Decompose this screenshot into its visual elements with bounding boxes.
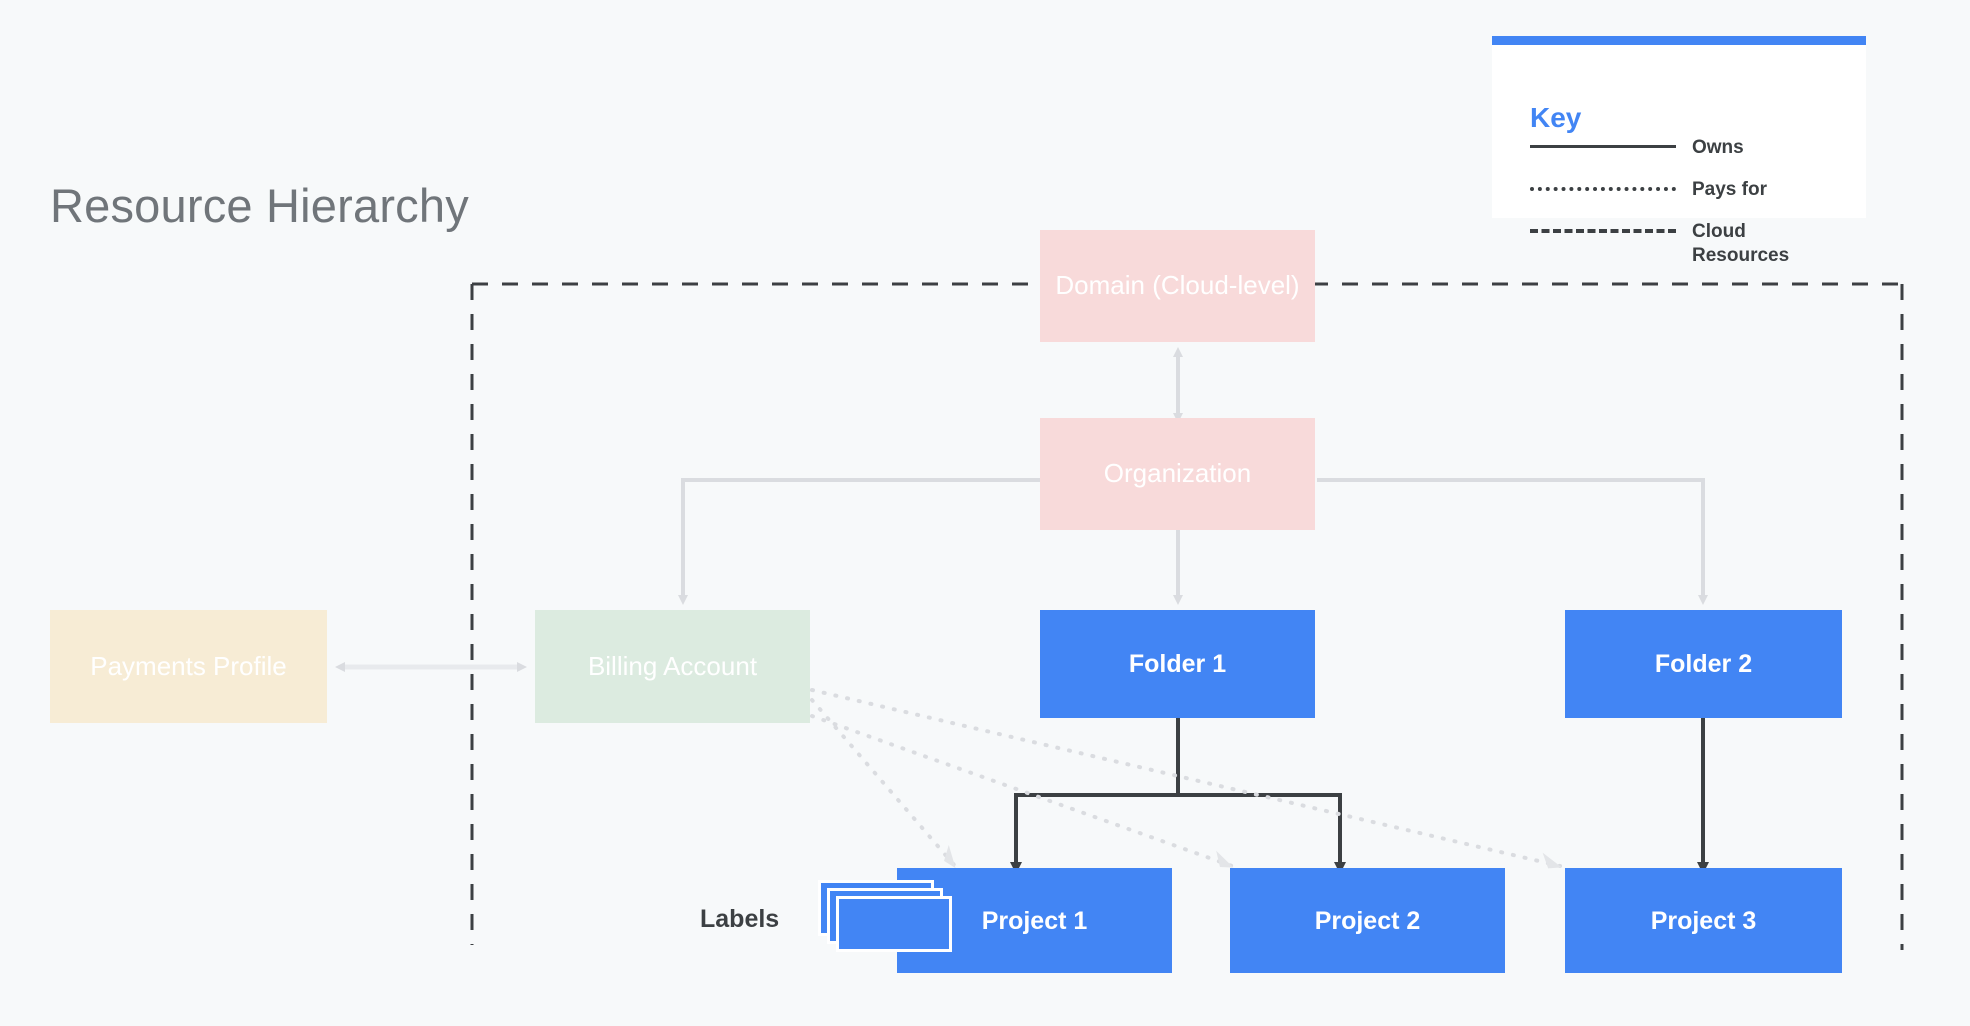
node-project-3[interactable]: Project 3 — [1565, 868, 1842, 973]
node-domain-label: Domain (Cloud-level) — [1055, 270, 1300, 301]
key-row-cloud-resources: Cloud Resources — [1530, 220, 1850, 266]
labels-caption: Labels — [700, 905, 780, 933]
edge-organization-billing-account — [678, 478, 1040, 605]
key-row-pays-for: Pays for — [1530, 178, 1850, 204]
label-card-front — [836, 896, 952, 952]
node-project-2[interactable]: Project 2 — [1230, 868, 1505, 973]
node-payments-profile-label: Payments Profile — [90, 650, 287, 681]
key-label-cloud-resources: Cloud Resources — [1692, 221, 1790, 266]
key-rows: Owns Pays for Cloud Resources — [1530, 136, 1850, 266]
node-billing-account-label: Billing Account — [587, 650, 758, 681]
node-billing-account[interactable]: Billing Account — [535, 610, 810, 723]
edge-folder1-projects — [1010, 718, 1346, 874]
node-project-3-label: Project 3 — [1650, 906, 1757, 935]
node-folder-1[interactable]: Folder 1 — [1040, 610, 1315, 718]
key-legend-card: Key Owns Pays for Cloud Resources — [1492, 36, 1866, 266]
labels-stack-icon[interactable] — [818, 880, 952, 952]
node-domain[interactable]: Domain (Cloud-level) — [1040, 230, 1315, 342]
edge-organization-folder2 — [1317, 478, 1708, 605]
node-organization[interactable]: Organization — [1040, 418, 1315, 530]
dashed-line-icon — [1530, 220, 1676, 240]
node-project-2-label: Project 2 — [1314, 906, 1421, 935]
page-title: Resource Hierarchy — [50, 179, 469, 232]
key-accent-bar — [1492, 36, 1866, 45]
node-project-1-label: Project 1 — [981, 906, 1088, 935]
solid-line-icon — [1530, 136, 1676, 156]
node-folder-2[interactable]: Folder 2 — [1565, 610, 1842, 718]
key-title: Key — [1530, 102, 1582, 133]
node-folder-1-label: Folder 1 — [1128, 650, 1227, 678]
key-row-owns: Owns — [1530, 136, 1850, 162]
node-organization-label: Organization — [1103, 458, 1252, 489]
node-payments-profile[interactable]: Payments Profile — [50, 610, 327, 723]
dotted-line-icon — [1530, 178, 1676, 198]
node-folder-2-label: Folder 2 — [1654, 650, 1753, 678]
key-label-owns: Owns — [1692, 137, 1744, 158]
key-label-pays-for: Pays for — [1692, 179, 1767, 200]
